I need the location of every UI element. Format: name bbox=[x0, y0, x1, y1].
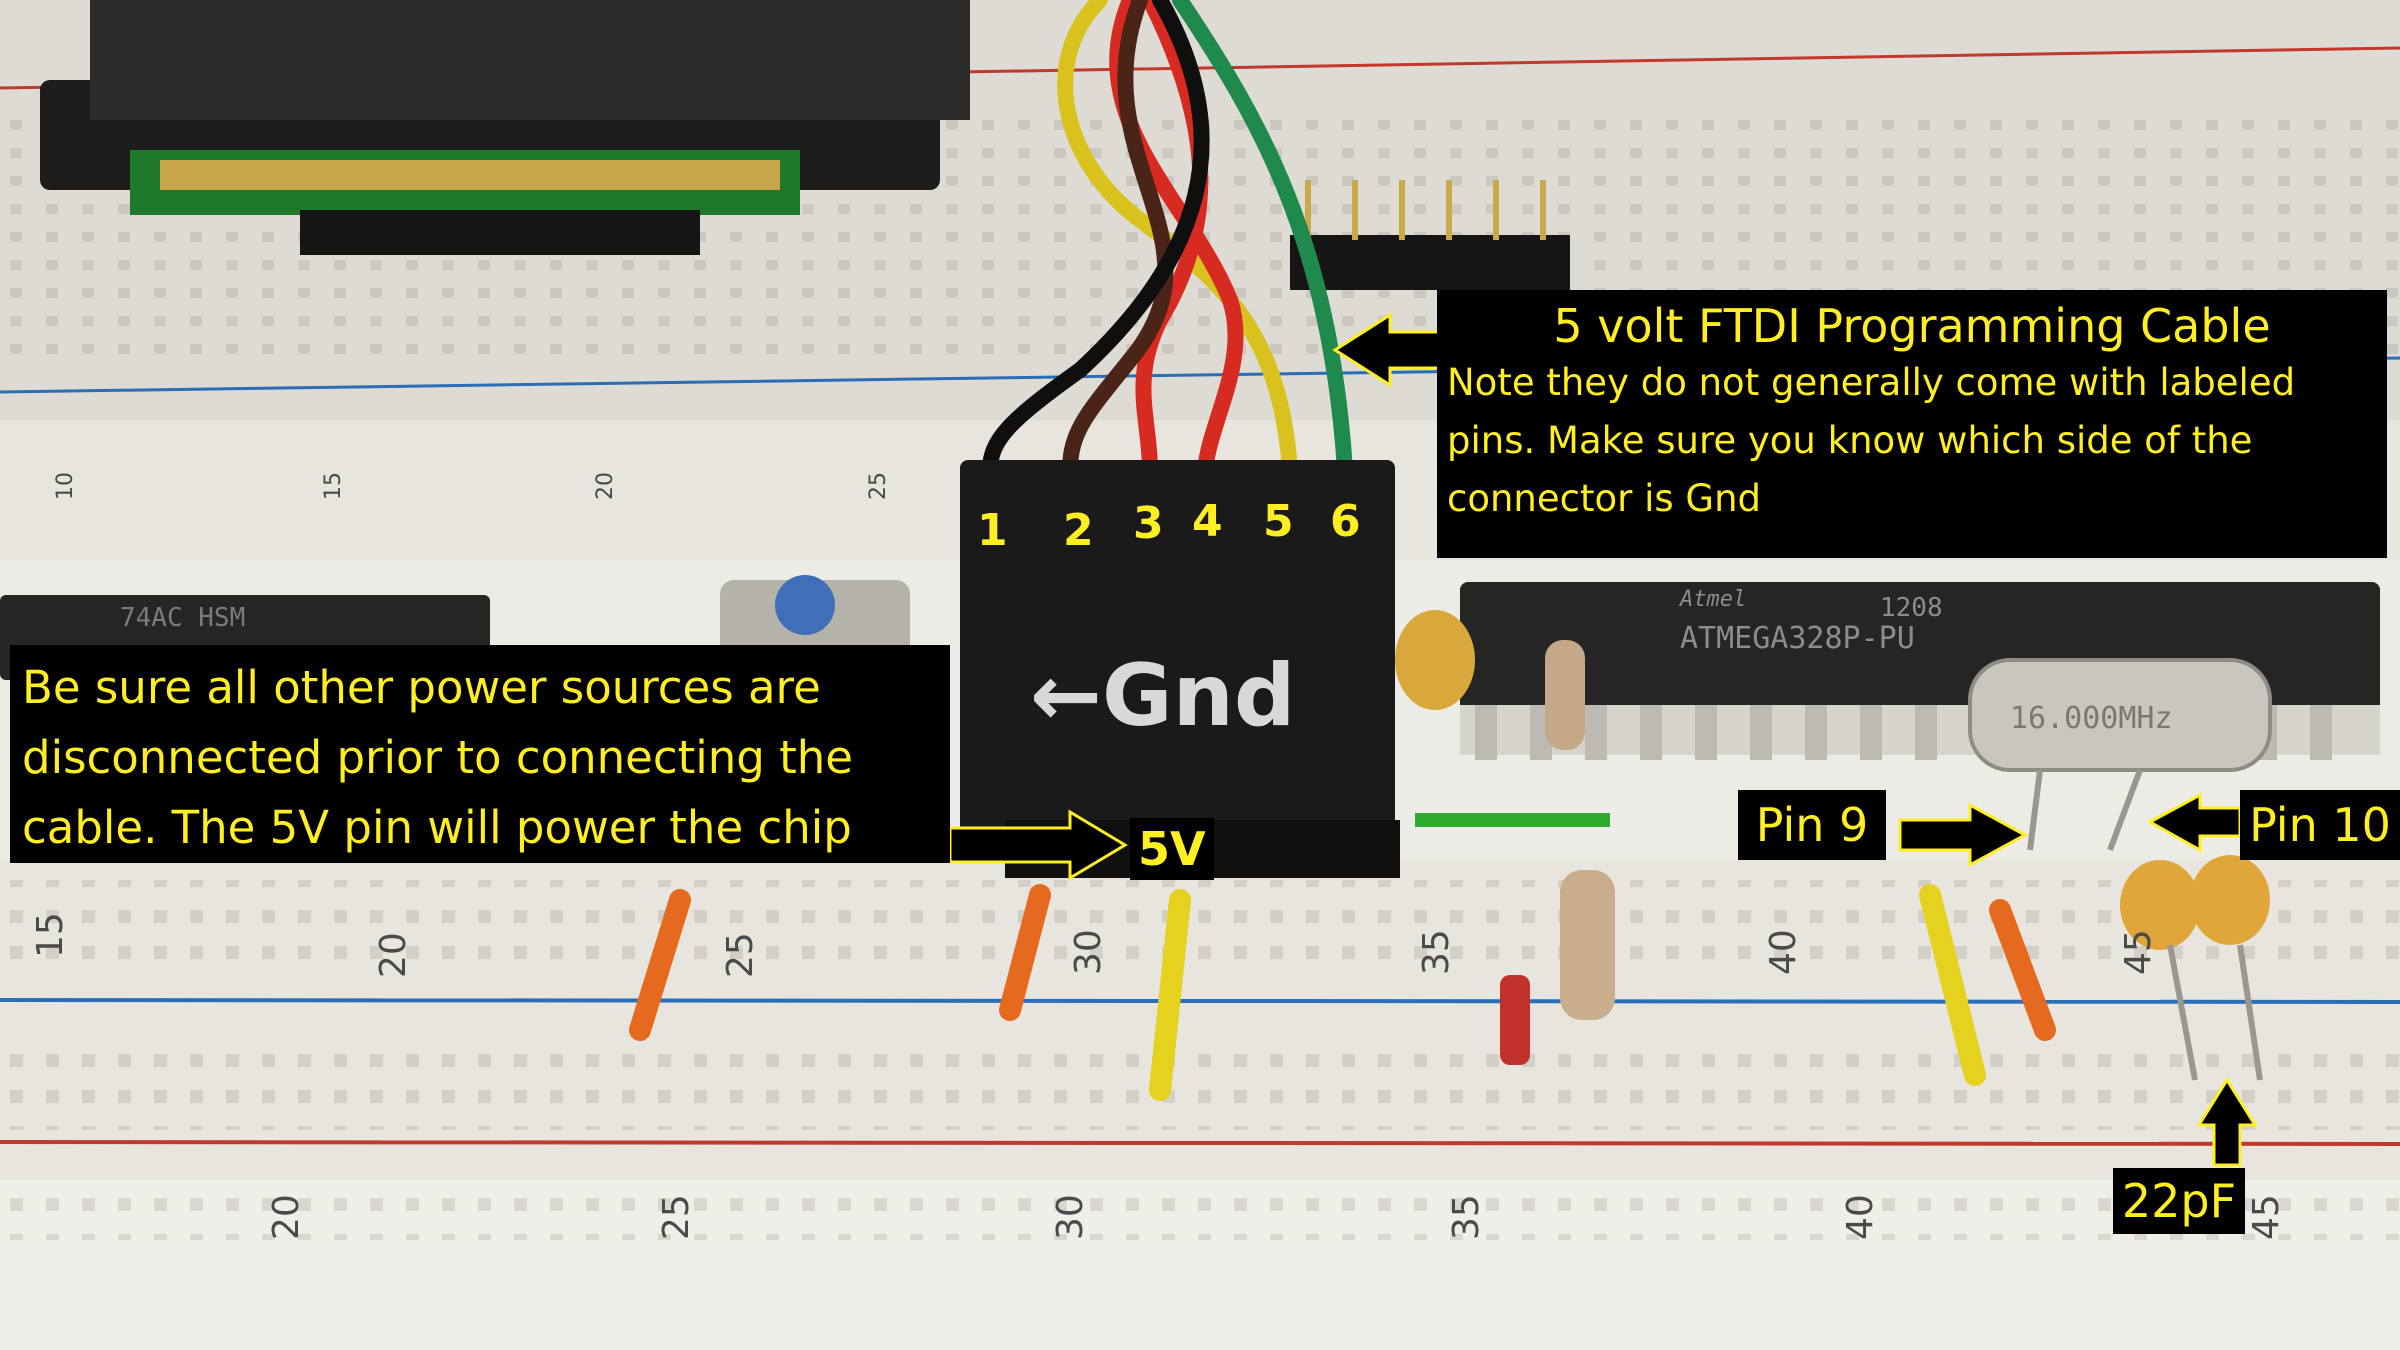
pin9-label: Pin 9 bbox=[1738, 790, 1886, 860]
row-number: 35 bbox=[1446, 1194, 1487, 1240]
row-number: 20 bbox=[373, 932, 414, 978]
pin-number-1: 1 bbox=[977, 505, 1008, 556]
jumper-wires bbox=[629, 884, 2056, 1101]
pin-number-3: 3 bbox=[1133, 498, 1164, 549]
pin-number-6: 6 bbox=[1330, 496, 1361, 547]
row-number: 25 bbox=[720, 932, 761, 978]
power-warning-text: Be sure all other power sources are disc… bbox=[22, 661, 853, 854]
ftdi-cable-wires bbox=[982, 0, 1353, 478]
pin10-label: Pin 10 bbox=[2240, 790, 2400, 860]
header-pins bbox=[1290, 180, 1570, 290]
row-number: 45 bbox=[2118, 929, 2159, 975]
row-number: 30 bbox=[1050, 1194, 1091, 1240]
row-number: 40 bbox=[1763, 929, 1804, 975]
atmega-code: 1208 bbox=[1880, 593, 1943, 623]
gnd-marking: ←Gnd bbox=[1030, 646, 1295, 746]
ftdi-cable-note: Note they do not generally come with lab… bbox=[1447, 361, 2296, 520]
atmega-brand: Atmel bbox=[1678, 587, 1746, 612]
ftdi-cable-label: 5 volt FTDI Programming Cable Note they … bbox=[1437, 290, 2387, 558]
row-number: 25 bbox=[656, 1194, 697, 1240]
row-number: 25 bbox=[866, 472, 891, 500]
pin-number-5: 5 bbox=[1263, 496, 1294, 547]
row-number: 35 bbox=[1416, 929, 1457, 975]
row-number: 10 bbox=[53, 472, 78, 500]
ftdi-cable-title: 5 volt FTDI Programming Cable bbox=[1553, 299, 2271, 353]
arrow-to-capacitors bbox=[2196, 1077, 2258, 1167]
row-numbers: 15 20 25 30 35 40 45 20 25 30 35 40 45 1… bbox=[30, 472, 2287, 1240]
ttl-chip-marking: 74AC HSM bbox=[120, 603, 245, 633]
row-number: 30 bbox=[1068, 929, 1109, 975]
rail-blue-middle bbox=[0, 998, 2400, 1004]
rail-red-lower bbox=[0, 1140, 2400, 1146]
crystal bbox=[1968, 658, 2272, 852]
power-warning-label: Be sure all other power sources are disc… bbox=[10, 645, 950, 863]
row-number: 45 bbox=[2246, 1194, 2287, 1240]
arrow-to-pin9 bbox=[1898, 802, 2029, 868]
top-module bbox=[40, 0, 970, 255]
row-number: 40 bbox=[1840, 1194, 1881, 1240]
pin-number-4: 4 bbox=[1192, 496, 1223, 547]
capacitor-label: 22pF bbox=[2113, 1168, 2245, 1234]
arrow-to-5v bbox=[948, 809, 1128, 881]
chip-markings: Atmel 1208 ATMEGA328P-PU 16.000MHz 74AC … bbox=[120, 587, 2173, 736]
atmega-part: ATMEGA328P-PU bbox=[1680, 621, 1915, 656]
row-number: 20 bbox=[593, 472, 618, 500]
row-number: 20 bbox=[266, 1194, 307, 1240]
row-number: 15 bbox=[321, 472, 346, 500]
row-number: 15 bbox=[30, 912, 71, 958]
components bbox=[1395, 610, 2270, 1081]
crystal-marking: 16.000MHz bbox=[2010, 701, 2173, 736]
vcc-label: 5V bbox=[1130, 818, 1214, 880]
pin-number-2: 2 bbox=[1063, 505, 1094, 556]
annotation-arrows bbox=[948, 312, 2258, 1167]
